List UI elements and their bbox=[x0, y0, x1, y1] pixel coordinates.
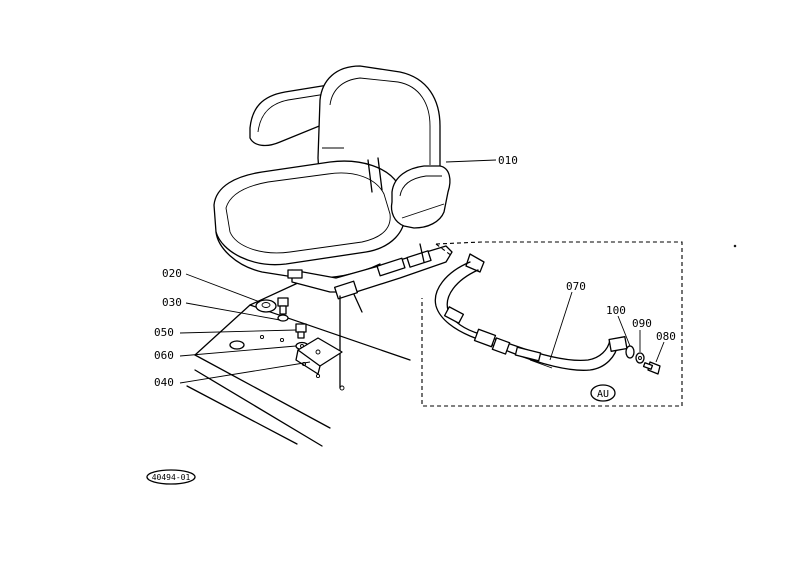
seat-belt bbox=[434, 253, 628, 371]
hardware-parts bbox=[255, 297, 343, 379]
label-040: 040 bbox=[154, 376, 174, 389]
callout-010: 010 bbox=[445, 154, 518, 167]
au-badge-text: AU bbox=[597, 389, 609, 400]
au-badge: AU bbox=[590, 384, 616, 402]
label-010: 010 bbox=[498, 154, 518, 167]
au-option-box: 070 100 090 080 AU bbox=[421, 241, 683, 407]
seat-assembly bbox=[213, 65, 453, 391]
label-060: 060 bbox=[154, 349, 174, 362]
label-030: 030 bbox=[162, 296, 182, 309]
label-080: 080 bbox=[656, 330, 676, 343]
callouts-left: 020 030 050 060 040 bbox=[154, 267, 311, 389]
belt-hardware bbox=[625, 345, 661, 375]
label-100: 100 bbox=[606, 304, 626, 317]
label-050: 050 bbox=[154, 326, 174, 339]
drawing-code-badge: 40494-01 bbox=[146, 469, 196, 485]
label-020: 020 bbox=[162, 267, 182, 280]
drawing-code-text: 40494-01 bbox=[152, 473, 191, 482]
stray-mark bbox=[733, 244, 737, 248]
label-090: 090 bbox=[632, 317, 652, 330]
label-070: 070 bbox=[566, 280, 586, 293]
